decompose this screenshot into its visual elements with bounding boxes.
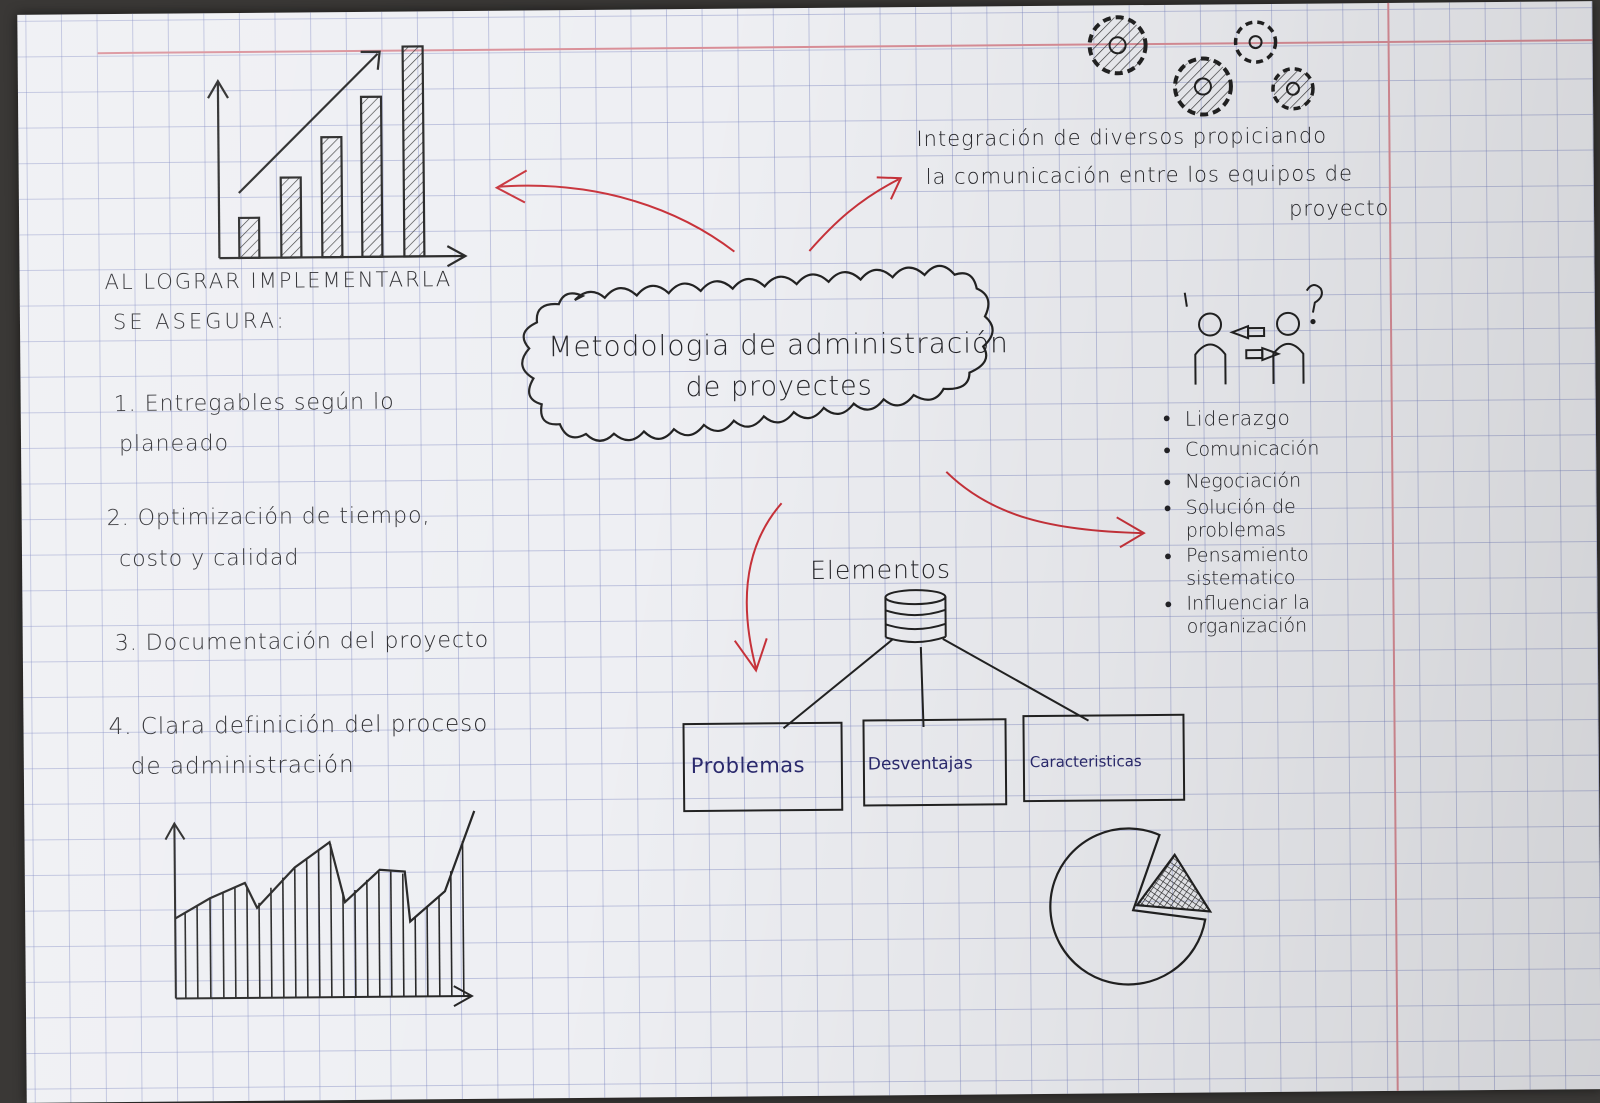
gears-icon — [1089, 16, 1313, 116]
notebook-page: AL LOGRAR IMPLEMENTARLA SE ASEGURA: 1. E… — [17, 1, 1600, 1103]
integration-line-3: proyecto — [1289, 196, 1390, 221]
list-item-4-line-2: de administración — [131, 752, 355, 780]
box-label-caracteristicas: Caracteristicas — [1030, 752, 1142, 771]
database-icon — [885, 590, 945, 643]
skill-item: • Negociación — [1161, 469, 1386, 495]
center-title-line-2: de proyectes — [685, 370, 872, 403]
connector-arrows — [497, 165, 1145, 673]
skill-item: • Pensamiento sistematico — [1162, 543, 1387, 591]
elements-title: Elementos — [810, 555, 951, 585]
skills-list: • Liderazgo • Comunicación • Negociación… — [1161, 405, 1388, 639]
box-label-desventajas: Desventajas — [868, 754, 973, 775]
area-chart-sketch — [165, 811, 476, 1009]
skill-item: • Solución de problemas — [1162, 495, 1387, 543]
skill-item: • Influenciar la organización — [1162, 591, 1387, 639]
element-tree-lines — [783, 638, 1089, 729]
bar-chart-sketch — [208, 46, 466, 268]
list-item-2-line-2: costo y calidad — [119, 545, 300, 572]
people-communication-icon — [1185, 285, 1323, 385]
skill-item: • Liderazgo — [1161, 405, 1386, 431]
list-item-3-line-1: 3. Documentación del proyecto — [115, 628, 490, 656]
integration-line-1: Integración de diversos propiciando — [916, 123, 1327, 151]
center-title-line-1: Metodologia de administración — [548, 326, 1009, 363]
list-item-2-line-1: 2. Optimización de tiempo, — [107, 503, 431, 531]
skill-item: • Comunicación — [1161, 437, 1386, 463]
list-item-4-line-1: 4. Clara definición del proceso — [108, 711, 488, 740]
intro-line-1: AL LOGRAR IMPLEMENTARLA — [105, 267, 453, 294]
list-item-1-line-1: 1. Entregables según lo — [114, 390, 395, 417]
intro-line-2: SE ASEGURA: — [113, 309, 287, 335]
integration-line-2: la comunicación entre los equipos de — [926, 161, 1353, 189]
pie-chart-sketch — [1050, 828, 1211, 985]
list-item-1-line-2: planeado — [119, 431, 229, 457]
box-label-problemas: Problemas — [691, 753, 805, 778]
